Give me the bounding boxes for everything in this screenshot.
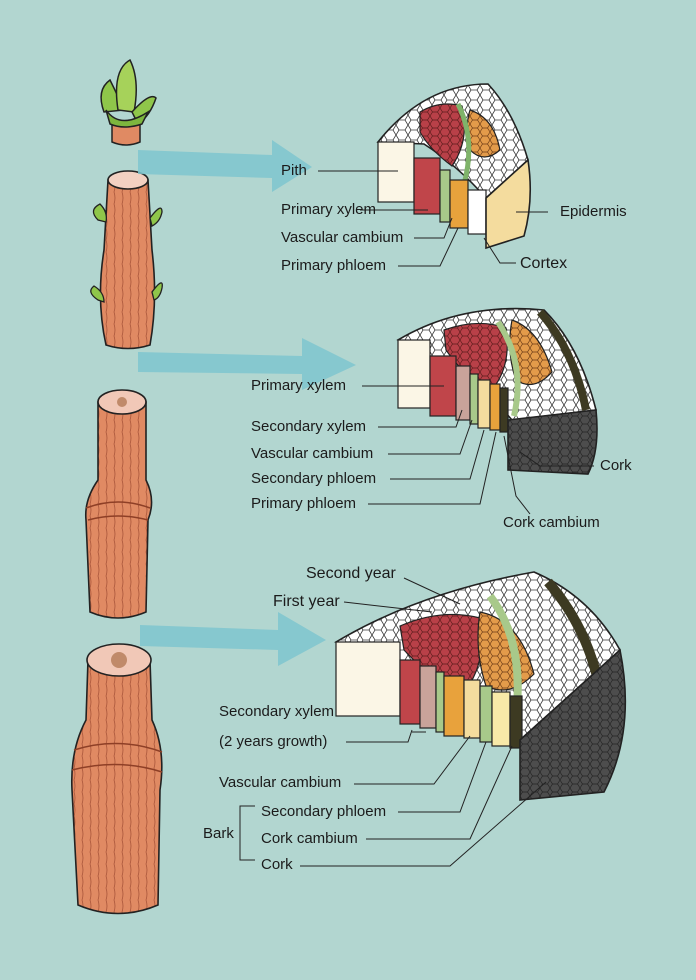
one-year-stem — [84, 389, 153, 619]
label-cork-cambium-3: Cork cambium — [261, 830, 358, 847]
arrow-2 — [138, 338, 356, 390]
label-epidermis: Epidermis — [560, 203, 627, 220]
label-vascular-cambium-3: Vascular cambium — [219, 774, 342, 791]
label-vascular-cambium-2: Vascular cambium — [251, 445, 374, 462]
label-second-year: Second year — [306, 565, 396, 582]
label-vascular-cambium-1: Vascular cambium — [281, 229, 404, 246]
arrow-1 — [138, 140, 312, 192]
two-year-stem — [70, 643, 163, 915]
label-secondary-phloem-3: Secondary phloem — [261, 803, 387, 820]
label-primary-phloem-2: Primary phloem — [251, 495, 357, 512]
label-cortex: Cortex — [520, 255, 568, 272]
label-secondary-xylem-3: Secondary xylem — [219, 703, 335, 720]
young-stem — [90, 170, 163, 350]
label-two-years-growth: (2 years growth) — [219, 733, 328, 750]
label-primary-xylem-1: Primary xylem — [281, 201, 377, 218]
cross-section-1 — [376, 83, 532, 250]
cross-section-3 — [334, 571, 627, 801]
bud — [100, 58, 157, 146]
cross-section-2 — [396, 307, 598, 475]
arrows — [138, 140, 356, 666]
label-bark: Bark — [203, 825, 234, 842]
label-secondary-xylem-2: Secondary xylem — [251, 418, 367, 435]
arrow-3 — [140, 612, 326, 666]
label-secondary-phloem-2: Secondary phloem — [251, 470, 377, 487]
label-pith: Pith — [281, 162, 307, 179]
label-cork-3: Cork — [261, 856, 293, 873]
label-primary-xylem-2: Primary xylem — [251, 377, 347, 394]
label-cork-2: Cork — [600, 457, 632, 474]
label-primary-phloem-1: Primary phloem — [281, 257, 387, 274]
label-cork-cambium-2: Cork cambium — [503, 514, 600, 531]
label-first-year: First year — [273, 593, 340, 610]
leader-lines — [239, 170, 594, 867]
